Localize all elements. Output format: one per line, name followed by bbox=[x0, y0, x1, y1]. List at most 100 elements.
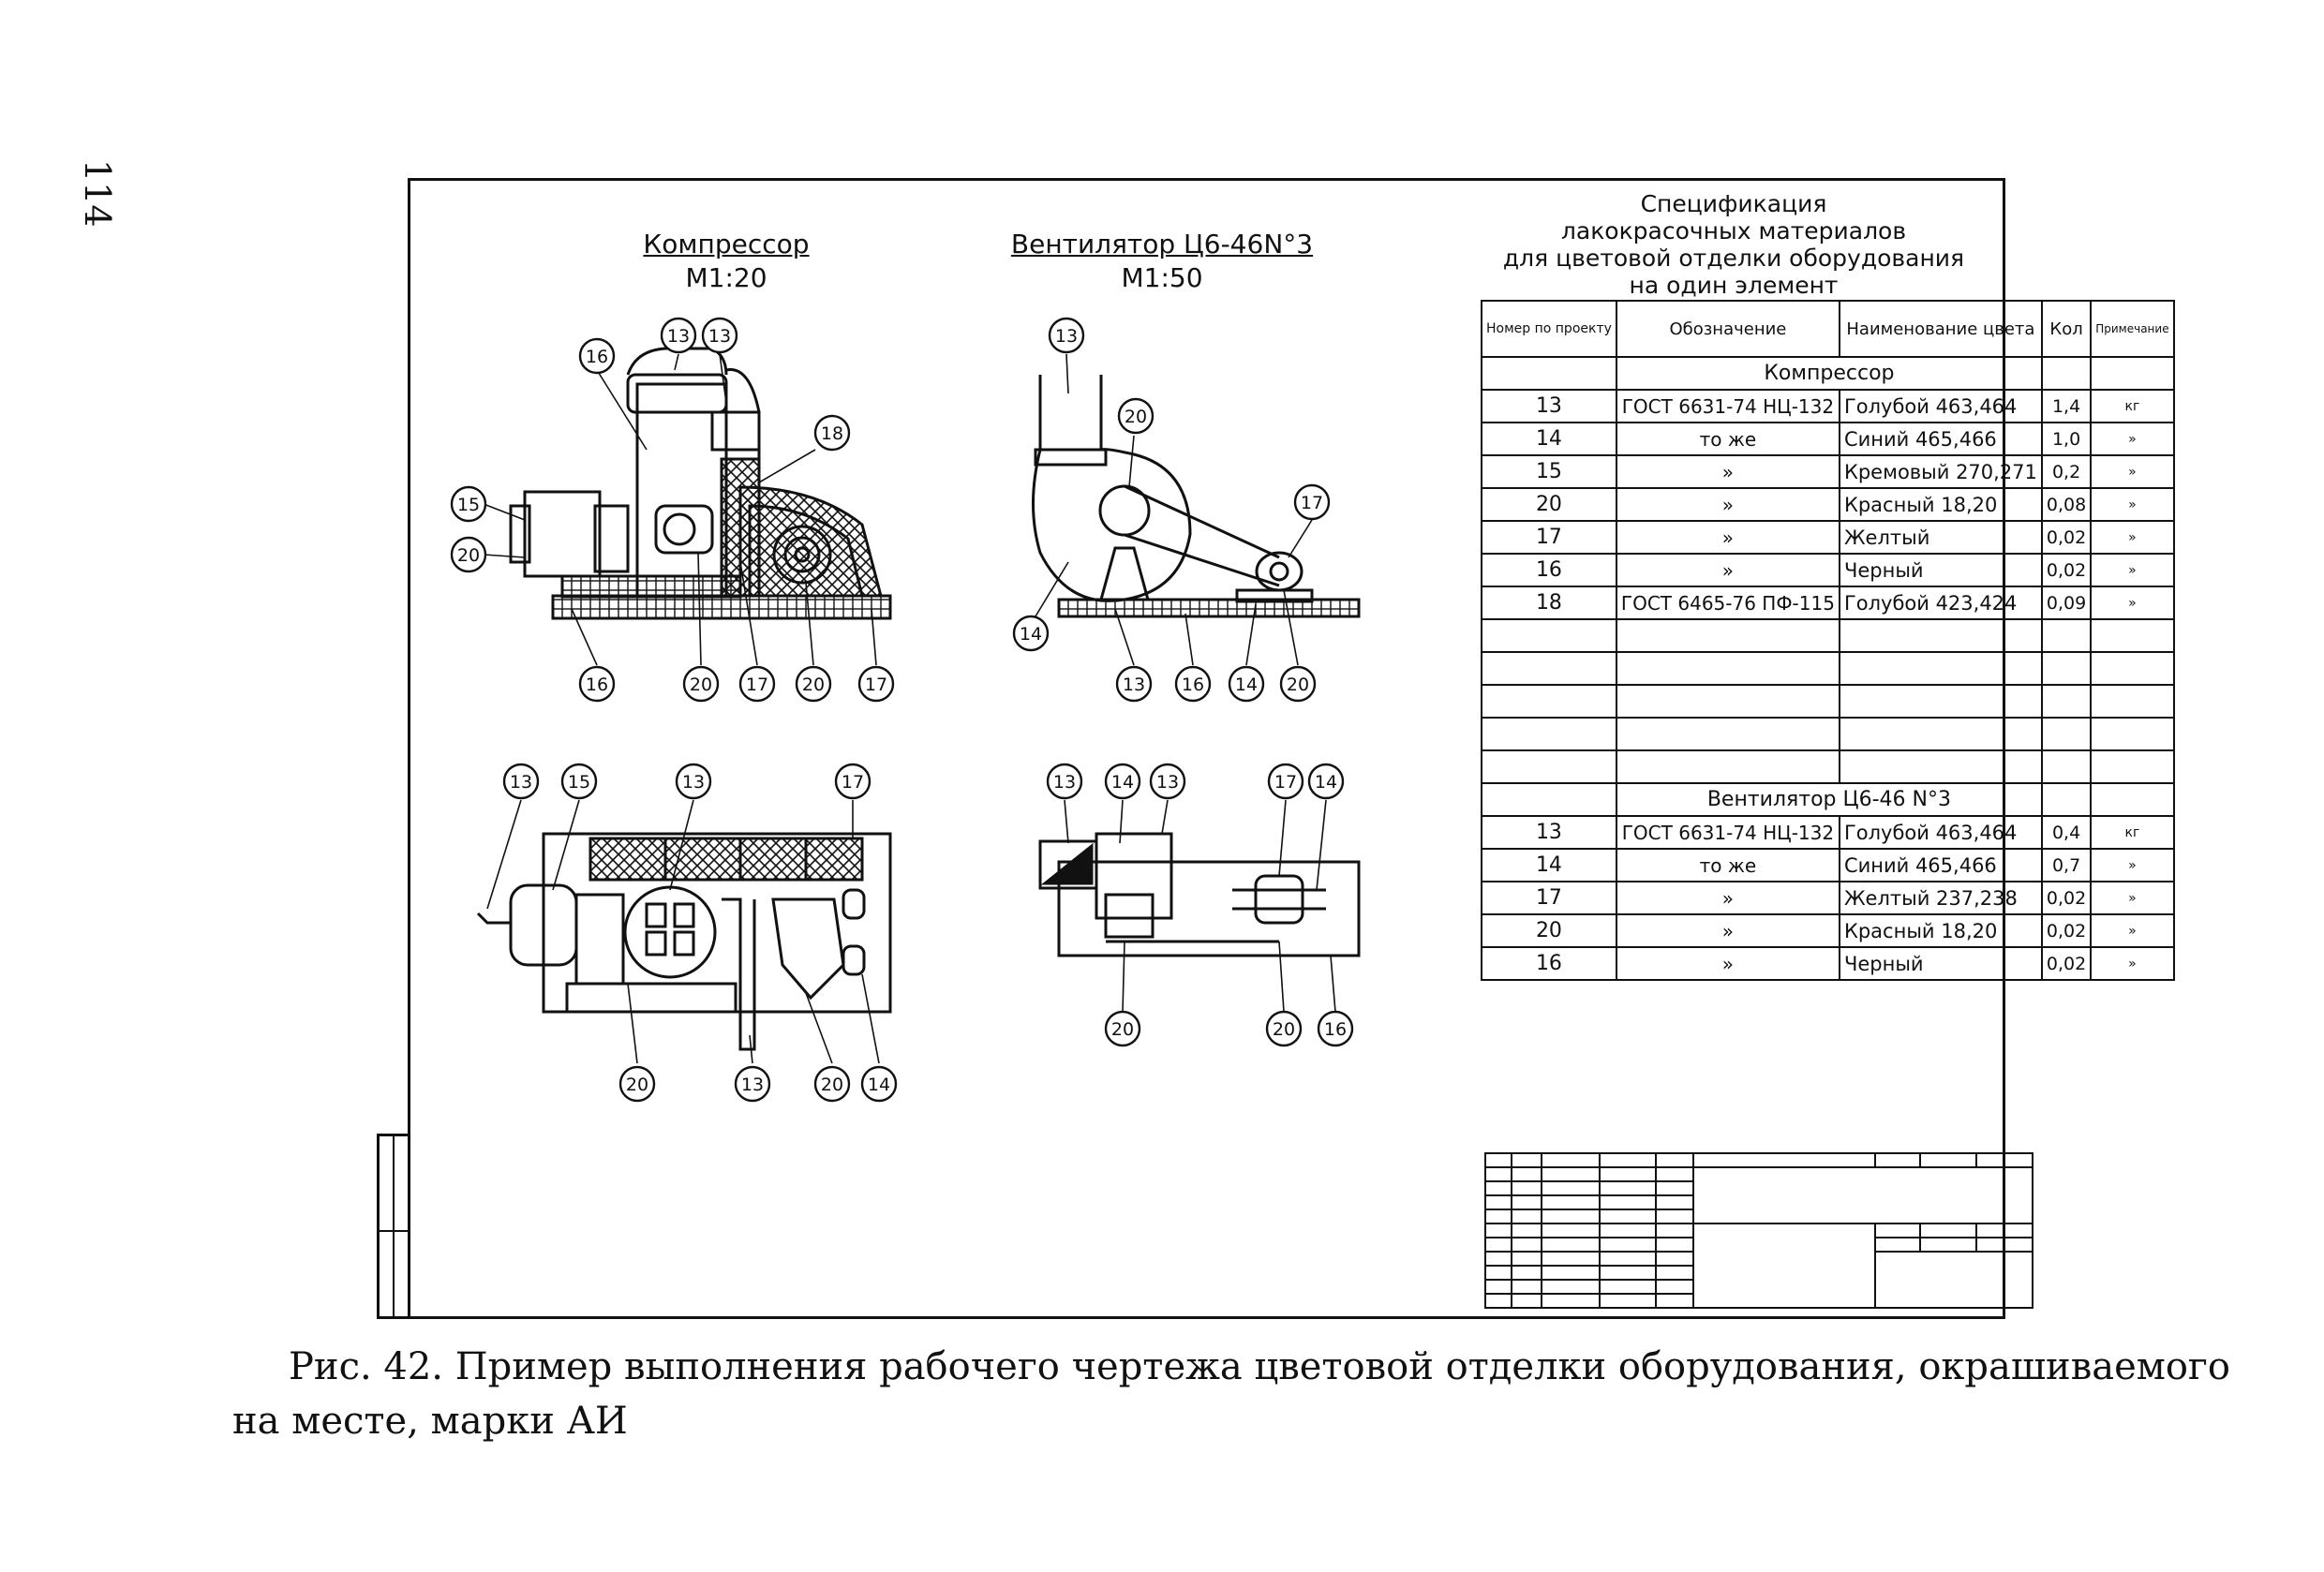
callout-circle bbox=[618, 1065, 656, 1103]
callout-number: 16 bbox=[1182, 675, 1204, 695]
callout-circle bbox=[450, 536, 487, 573]
callout-numbers: 16 13 13 18 15 20 16 20 17 20 17 13 15 1… bbox=[457, 326, 1347, 1095]
callout-circle bbox=[1267, 763, 1304, 800]
callout-number: 18 bbox=[821, 423, 843, 444]
section-row: Компрессор bbox=[1481, 356, 2175, 391]
figure-caption: Рис. 42. Пример выполнения рабочего черт… bbox=[232, 1340, 2294, 1448]
callout-circle bbox=[860, 1065, 898, 1103]
callout-number: 16 bbox=[1324, 1019, 1347, 1040]
callout-number: 14 bbox=[1235, 675, 1258, 695]
fan-top-view bbox=[1038, 832, 1361, 957]
callout-number: 13 bbox=[1053, 772, 1076, 793]
callout-circle bbox=[1307, 763, 1345, 800]
callout-circle bbox=[578, 337, 616, 375]
callout-number: 17 bbox=[842, 772, 864, 793]
callout-circle bbox=[450, 485, 487, 523]
spec-header-row: Номер по проекту Обозначение Наименовани… bbox=[1481, 300, 2175, 358]
header-note: Примечание bbox=[2090, 300, 2175, 358]
callout-number: 20 bbox=[802, 675, 825, 695]
callout-number: 13 bbox=[741, 1075, 764, 1095]
callout-circle bbox=[675, 763, 712, 800]
compressor-scale: М1:20 bbox=[685, 262, 767, 293]
callout-circle bbox=[795, 665, 832, 703]
title-block bbox=[1484, 1152, 2034, 1309]
callout-circle bbox=[1279, 665, 1317, 703]
callout-number: 13 bbox=[1055, 326, 1078, 347]
blank-row bbox=[1481, 651, 2175, 686]
callout-circle bbox=[1174, 665, 1212, 703]
leader-lines bbox=[483, 353, 1336, 1064]
callout-circle bbox=[1228, 665, 1265, 703]
callout-number: 16 bbox=[586, 347, 608, 367]
compressor-title: Компрессор bbox=[643, 229, 810, 260]
callout-number: 17 bbox=[1301, 493, 1323, 513]
callout-circle bbox=[502, 763, 540, 800]
blank-row bbox=[1481, 749, 2175, 784]
callout-number: 13 bbox=[682, 772, 705, 793]
callout-number: 14 bbox=[868, 1075, 890, 1095]
blank-row bbox=[1481, 618, 2175, 653]
callout-circle bbox=[1117, 397, 1155, 435]
callout-circle bbox=[813, 414, 851, 452]
callout-number: 20 bbox=[821, 1075, 843, 1095]
callout-number: 20 bbox=[1273, 1019, 1295, 1040]
callout-number: 13 bbox=[667, 326, 690, 347]
header-quantity: Кол bbox=[2040, 300, 2093, 358]
callout-circle bbox=[1265, 1010, 1303, 1047]
callout-number: 13 bbox=[510, 772, 532, 793]
callout-circle bbox=[1104, 763, 1141, 800]
fan-title: Вентилятор Ц6-46N°3 bbox=[1010, 229, 1314, 260]
callout-number: 20 bbox=[1125, 407, 1147, 427]
callout-circle bbox=[1149, 763, 1186, 800]
section-name: Компрессор bbox=[1615, 356, 2043, 391]
callout-circle bbox=[1293, 483, 1331, 521]
blank-row bbox=[1481, 717, 2175, 751]
callout-circle bbox=[738, 665, 776, 703]
callout-number: 20 bbox=[1111, 1019, 1134, 1040]
callout-circle bbox=[813, 1065, 851, 1103]
callout-number: 14 bbox=[1111, 772, 1134, 793]
spec-table: Номер по проекту Обозначение Наименовани… bbox=[1481, 300, 2175, 981]
callout-circle bbox=[578, 665, 616, 703]
callout-circle bbox=[701, 317, 738, 354]
callout-circle bbox=[1317, 1010, 1354, 1047]
callout-circle bbox=[1012, 615, 1050, 652]
header-designation: Обозначение bbox=[1615, 300, 1840, 358]
header-color-name: Наименование цвета bbox=[1838, 300, 2043, 358]
callout-number: 13 bbox=[1156, 772, 1179, 793]
callout-number: 20 bbox=[1287, 675, 1309, 695]
callout-circle bbox=[560, 763, 598, 800]
callout-number: 14 bbox=[1020, 624, 1042, 645]
callout-number: 16 bbox=[586, 675, 608, 695]
callout-number: 13 bbox=[708, 326, 731, 347]
callout-number: 17 bbox=[746, 675, 768, 695]
callout-bubbles bbox=[450, 317, 1354, 1103]
callout-circle bbox=[1046, 763, 1083, 800]
section-row: Вентилятор Ц6-46 N°3 bbox=[1481, 782, 2175, 817]
compressor-side-view bbox=[509, 347, 892, 620]
compressor-top-view bbox=[476, 832, 892, 1051]
side-stamp-strip bbox=[377, 1134, 410, 1319]
callout-circle bbox=[660, 317, 697, 354]
caption-line-2: на месте, марки АИ bbox=[232, 1400, 628, 1443]
callout-circle bbox=[834, 763, 872, 800]
callout-circle bbox=[1048, 317, 1085, 354]
callout-number: 14 bbox=[1315, 772, 1337, 793]
header-number: Номер по проекту bbox=[1481, 300, 1617, 358]
callout-circle bbox=[734, 1065, 771, 1103]
callout-number: 20 bbox=[690, 675, 712, 695]
callout-circle bbox=[1104, 1010, 1141, 1047]
blank-row bbox=[1481, 684, 2175, 719]
callout-number: 15 bbox=[568, 772, 590, 793]
fan-side-view bbox=[1032, 375, 1361, 618]
